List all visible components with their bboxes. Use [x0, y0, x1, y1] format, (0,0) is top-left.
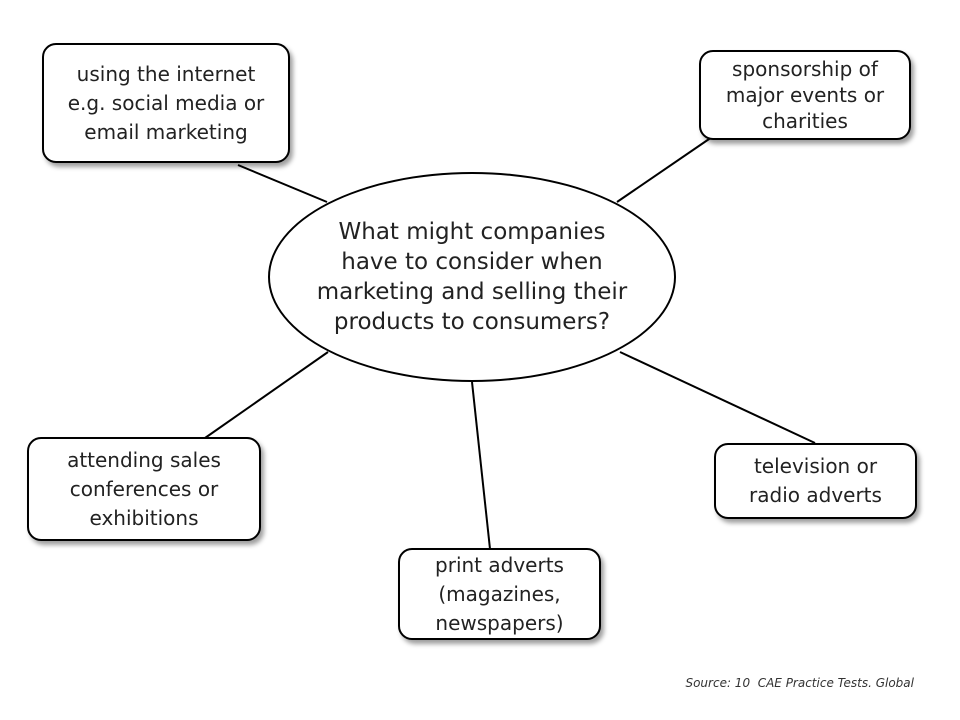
node-tv-radio-adverts: television or radio adverts: [714, 443, 917, 519]
node-sponsorship: sponsorship of major events or charities: [699, 50, 911, 140]
connector-sponsorship: [616, 136, 713, 203]
connector-tv: [619, 351, 816, 444]
connector-sales: [204, 351, 329, 439]
node-internet-marketing-text: using the internet e.g. social media or …: [67, 61, 265, 144]
node-print-adverts: print adverts (magazines, newspapers): [398, 548, 601, 640]
source-citation: Source: 10 CAE Practice Tests. Global: [685, 676, 914, 690]
connector-print: [471, 381, 491, 550]
node-internet-marketing: using the internet e.g. social media or …: [42, 43, 290, 163]
central-question-text: What might companies have to consider wh…: [316, 219, 628, 335]
node-sales-conferences-text: attending sales conferences or exhibitio…: [67, 447, 221, 530]
node-sponsorship-text: sponsorship of major events or charities: [725, 57, 885, 133]
node-sales-conferences: attending sales conferences or exhibitio…: [27, 437, 261, 541]
central-question-ellipse: What might companies have to consider wh…: [268, 172, 676, 382]
node-tv-radio-adverts-text: television or radio adverts: [749, 454, 882, 507]
connector-internet: [237, 164, 328, 203]
node-print-adverts-text: print adverts (magazines, newspapers): [435, 552, 564, 635]
